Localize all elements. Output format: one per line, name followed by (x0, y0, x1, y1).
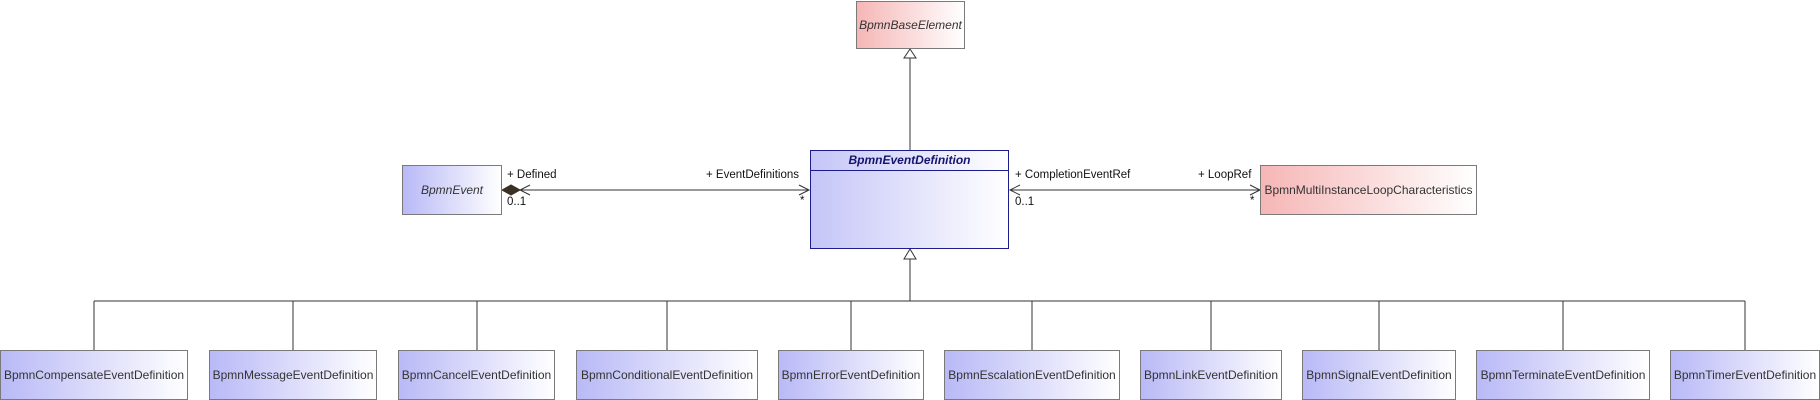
association-arrowhead-completion (1008, 184, 1021, 196)
class-name: BpmnEventDefinition (811, 151, 1008, 171)
class-bpmn-error-event-definition[interactable]: BpmnErrorEventDefinition (778, 350, 924, 400)
class-bpmn-event-definition[interactable]: BpmnEventDefinition (810, 150, 1009, 249)
multiplicity-label-event-definitions: * (800, 195, 805, 207)
class-bpmn-terminate-event-definition[interactable]: BpmnTerminateEventDefinition (1476, 350, 1650, 400)
class-name: BpmnTerminateEventDefinition (1480, 368, 1646, 382)
class-bpmn-signal-event-definition[interactable]: BpmnSignalEventDefinition (1302, 350, 1456, 400)
class-name: BpmnTimerEventDefinition (1673, 368, 1817, 382)
class-name: BpmnErrorEventDefinition (781, 368, 921, 382)
class-bpmn-escalation-event-definition[interactable]: BpmnEscalationEventDefinition (944, 350, 1120, 400)
class-bpmn-event[interactable]: BpmnEvent (402, 165, 502, 215)
class-name: BpmnLinkEventDefinition (1143, 368, 1279, 382)
multiplicity-label-defined: 0..1 (507, 196, 527, 208)
composition-diamond (500, 184, 522, 196)
class-bpmn-message-event-definition[interactable]: BpmnMessageEventDefinition (209, 350, 377, 400)
class-name: BpmnEvent (420, 183, 484, 197)
association-arrowhead-eventdefs (798, 184, 811, 196)
class-name: BpmnMessageEventDefinition (212, 368, 374, 382)
class-name: BpmnBaseElement (859, 18, 962, 32)
class-bpmn-link-event-definition[interactable]: BpmnLinkEventDefinition (1140, 350, 1282, 400)
class-name: BpmnConditionalEventDefinition (580, 368, 754, 382)
class-name: BpmnCancelEventDefinition (401, 368, 552, 382)
class-name: BpmnSignalEventDefinition (1306, 368, 1452, 382)
generalization-arrowhead-subclasses (903, 248, 917, 260)
class-bpmn-base-element[interactable]: BpmnBaseElement (856, 1, 965, 49)
generalization-arrowhead-base (903, 48, 917, 59)
class-name: BpmnCompensateEventDefinition (3, 368, 185, 382)
class-name: BpmnMultiInstanceLoopCharacteristics (1264, 183, 1473, 197)
multiplicity-label-loop-ref: * (1250, 195, 1255, 207)
role-label-completion-event-ref: + CompletionEventRef (1015, 169, 1131, 181)
class-bpmn-multi-instance-loop-characteristics[interactable]: BpmnMultiInstanceLoopCharacteristics (1260, 165, 1477, 215)
class-bpmn-cancel-event-definition[interactable]: BpmnCancelEventDefinition (398, 350, 555, 400)
role-label-event-definitions: + EventDefinitions (706, 169, 800, 181)
class-bpmn-timer-event-definition[interactable]: BpmnTimerEventDefinition (1670, 350, 1820, 400)
class-bpmn-compensate-event-definition[interactable]: BpmnCompensateEventDefinition (0, 350, 188, 400)
multiplicity-label-completion-event-ref: 0..1 (1015, 196, 1035, 208)
role-label-defined: + Defined (507, 169, 557, 181)
association-arrowhead-defined (518, 184, 531, 196)
role-label-loop-ref: + LoopRef (1198, 169, 1252, 181)
class-name: BpmnEscalationEventDefinition (948, 368, 1116, 382)
class-bpmn-conditional-event-definition[interactable]: BpmnConditionalEventDefinition (576, 350, 758, 400)
